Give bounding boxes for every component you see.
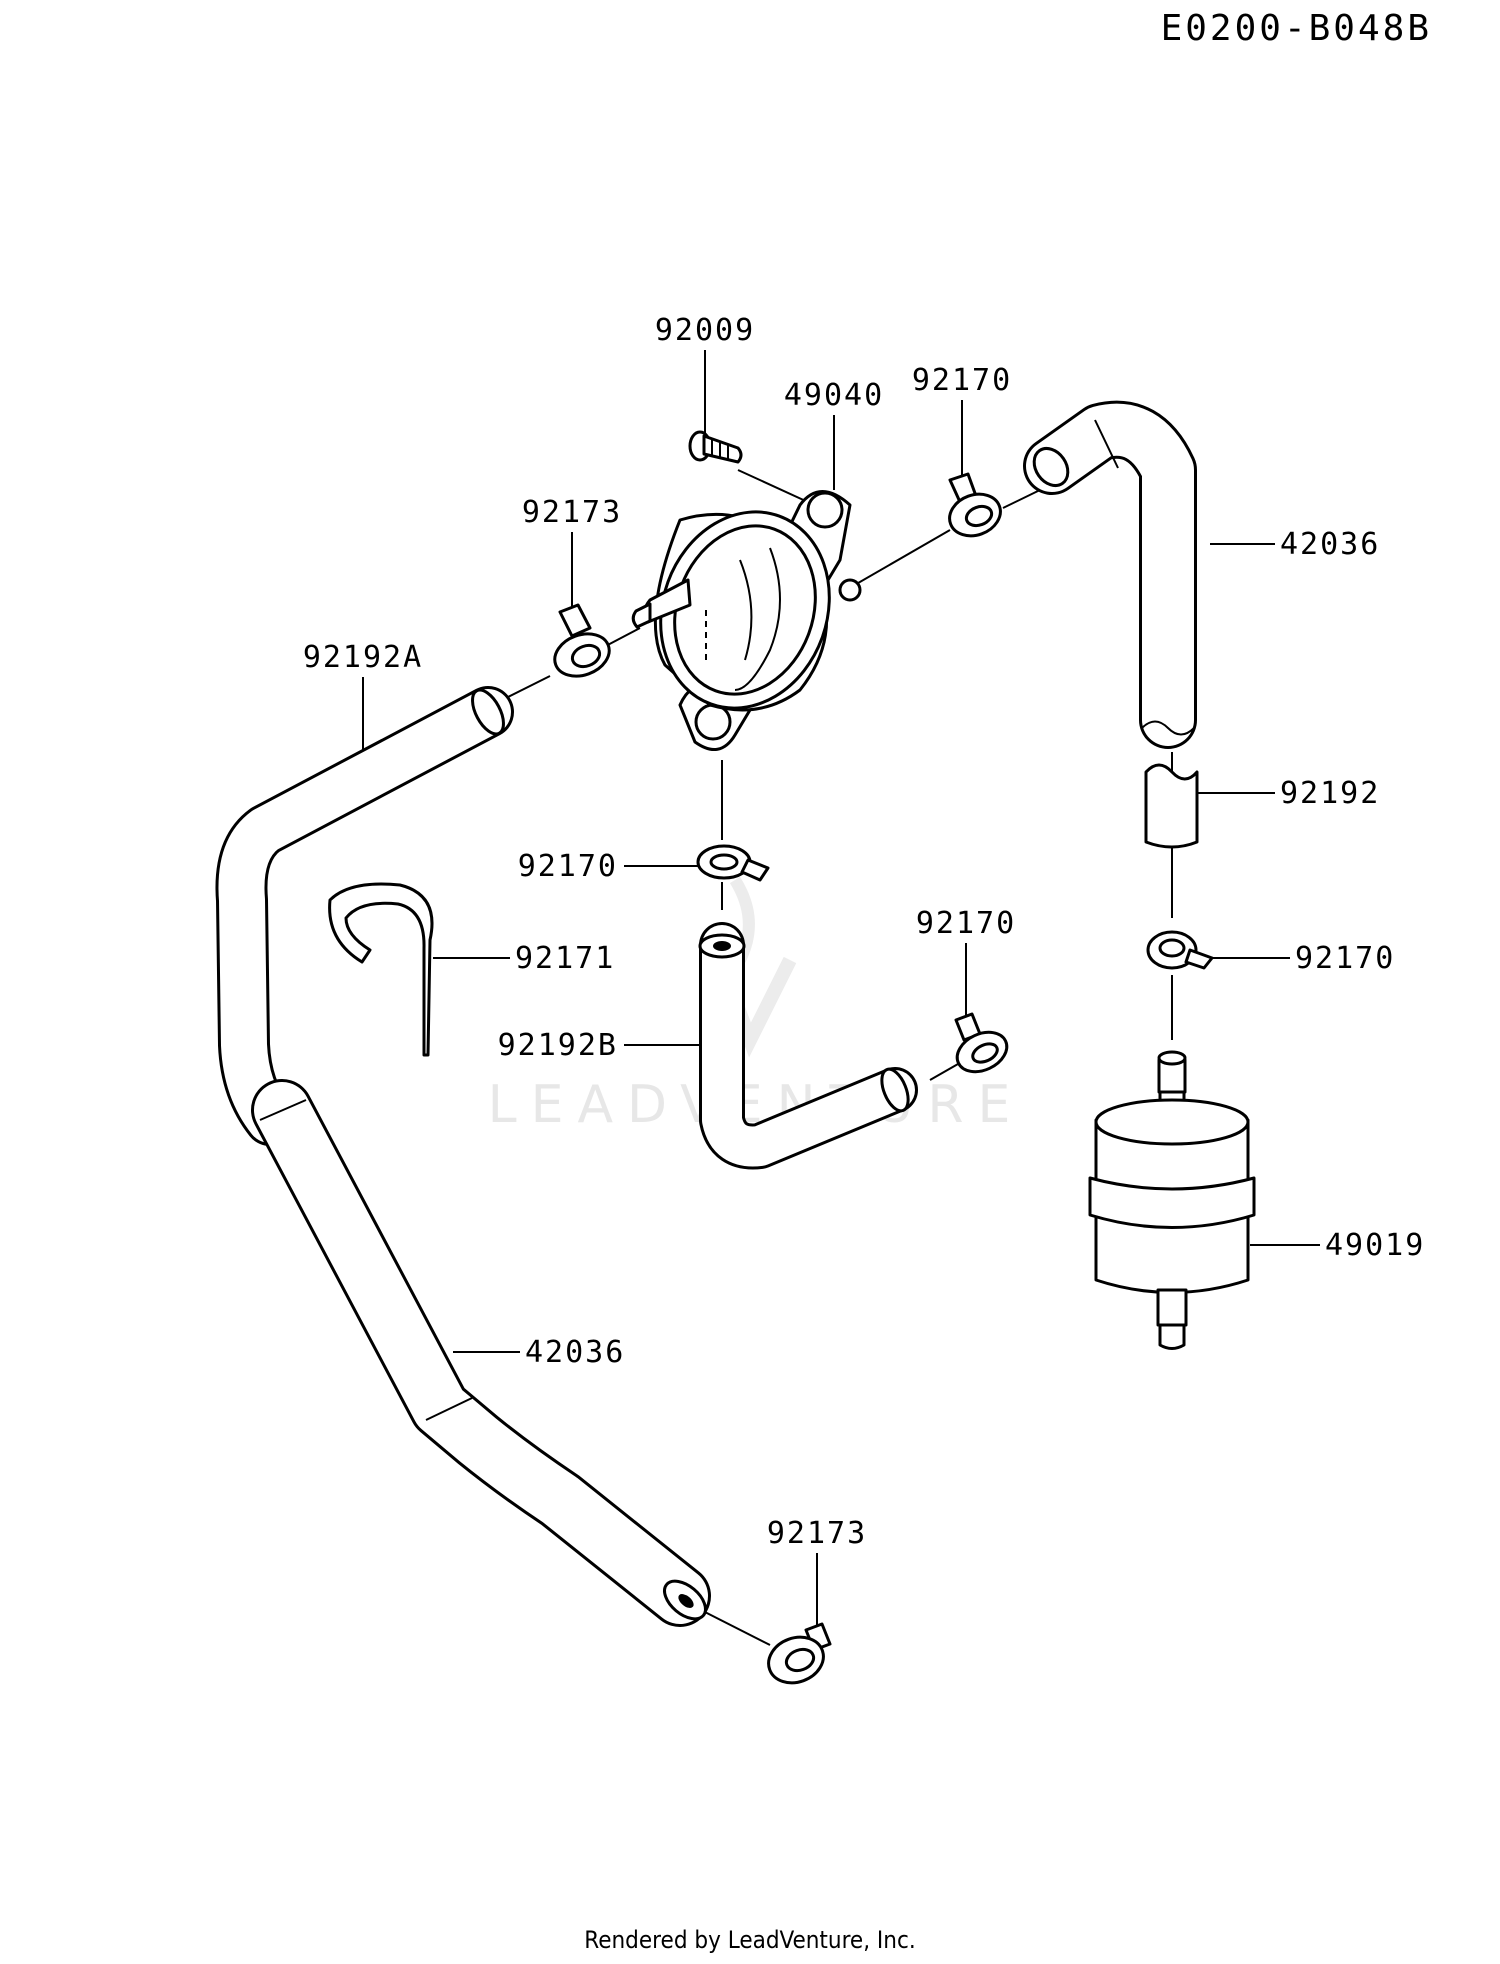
- diagram-code: E0200-B048B: [1161, 8, 1432, 49]
- clamp-92170-right: [1146, 930, 1214, 970]
- footer-credit: Rendered by LeadVenture, Inc.: [584, 1926, 915, 1954]
- leader-lines: [362, 350, 1320, 1646]
- label-92173-bottom: 92173: [767, 1516, 867, 1551]
- label-92170-mid: 92170: [518, 849, 618, 884]
- hose-42036-right: [1023, 400, 1197, 749]
- label-92171: 92171: [515, 941, 615, 976]
- clip-92171: [328, 882, 434, 1057]
- label-42036-right: 42036: [1280, 527, 1380, 562]
- label-92192: 92192: [1280, 776, 1380, 811]
- label-92170-lower: 92170: [916, 906, 1016, 941]
- hose-92192B: [698, 922, 918, 1170]
- label-49019: 49019: [1325, 1228, 1425, 1263]
- hose-42036-left: [251, 1079, 711, 1627]
- label-42036-left: 42036: [525, 1335, 625, 1370]
- fuel-pump-49040: [631, 490, 862, 751]
- label-92170-top: 92170: [912, 363, 1012, 398]
- label-92170-right: 92170: [1295, 941, 1395, 976]
- label-92192B: 92192B: [498, 1028, 618, 1063]
- screw-92009: [688, 430, 743, 464]
- label-92173-top: 92173: [522, 495, 622, 530]
- label-92009: 92009: [655, 313, 755, 348]
- clamp-92170-lower: [954, 1012, 1009, 1074]
- fuel-filter-49019: [1088, 1050, 1256, 1350]
- clamp-92173-top: [553, 603, 611, 678]
- label-92192A: 92192A: [303, 640, 423, 675]
- clamp-92173-bottom: [767, 1622, 832, 1685]
- hose-92192: [1144, 763, 1199, 849]
- label-49040: 49040: [784, 378, 884, 413]
- clamp-92170-top: [948, 472, 1002, 538]
- clamp-92170-mid: [696, 844, 770, 882]
